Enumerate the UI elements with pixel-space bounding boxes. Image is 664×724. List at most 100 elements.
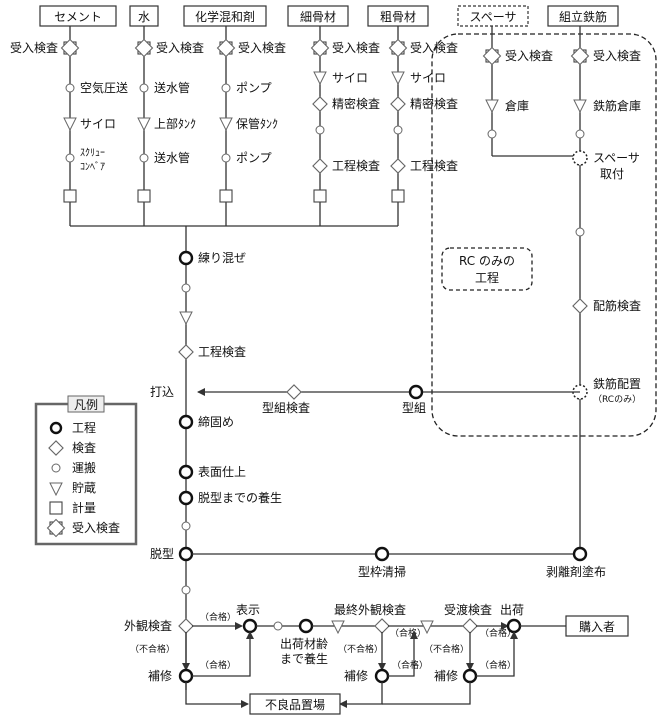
storage-icon bbox=[137, 117, 151, 132]
pre-ship-curing-label-1: 出荷材齢 bbox=[280, 636, 328, 651]
material-admixture-label: 化学混和剤 bbox=[195, 9, 255, 24]
inspection-icon bbox=[312, 158, 328, 174]
legend-process-label: 工程 bbox=[72, 420, 96, 435]
receiving-inspection-icon bbox=[570, 46, 590, 66]
appearance-inspection-label: 外観検査 bbox=[124, 619, 172, 633]
measure-icon bbox=[391, 189, 405, 203]
pass-label: （合格） bbox=[390, 627, 426, 639]
transport-icon bbox=[65, 83, 75, 93]
storage-icon bbox=[219, 117, 233, 132]
fine-agg-process-label: 工程検査 bbox=[332, 158, 380, 173]
defect-area-box: 不良品置場 bbox=[249, 693, 341, 715]
admixture-receiving-label: 受入検査 bbox=[238, 41, 286, 55]
transport-icon bbox=[273, 621, 283, 631]
rc-only-region bbox=[431, 33, 657, 437]
receiving-inspection-icon bbox=[216, 38, 236, 58]
inspection-icon bbox=[312, 96, 328, 112]
material-admixture: 化学混和剤 bbox=[183, 5, 267, 27]
legend-transport-icon bbox=[51, 463, 61, 473]
rc-only-note: RC のみの 工程 bbox=[441, 247, 533, 291]
final-appearance-label: 最終外観検査 bbox=[334, 602, 406, 617]
legend-process-icon bbox=[49, 421, 63, 435]
inspection-icon bbox=[374, 618, 390, 634]
process-icon bbox=[178, 250, 194, 266]
legend-inspection-icon bbox=[48, 440, 64, 456]
legend-transport-label: 運搬 bbox=[72, 460, 96, 475]
release-agent-label: 剥離剤塗布 bbox=[546, 564, 606, 579]
process-icon bbox=[178, 546, 194, 562]
water-upper-tank-label: 上部ﾀﾝｸ bbox=[154, 116, 196, 131]
storage-icon bbox=[573, 99, 587, 114]
material-rebar-label: 組立鉄筋 bbox=[559, 9, 607, 24]
transport-icon bbox=[65, 153, 75, 163]
material-fine-aggregate-label: 細骨材 bbox=[300, 10, 336, 24]
mold-inspection-label: 型組検査 bbox=[262, 401, 310, 415]
pass-label: （合格） bbox=[392, 659, 428, 671]
storage-icon bbox=[485, 99, 499, 114]
inspection-icon bbox=[178, 618, 194, 634]
inspection-icon bbox=[572, 298, 588, 314]
coarse-agg-process-label: 工程検査 bbox=[410, 158, 458, 173]
storage-icon bbox=[63, 117, 77, 132]
measure-icon bbox=[137, 189, 151, 203]
pass-label: （合格） bbox=[480, 659, 516, 671]
mixing-label: 練り混ぜ bbox=[198, 251, 246, 265]
repair-label-2: 補修 bbox=[344, 668, 368, 683]
material-coarse-aggregate: 粗骨材 bbox=[367, 5, 429, 27]
pass-label: （合格） bbox=[480, 627, 516, 639]
process-icon bbox=[506, 618, 522, 634]
transport-icon bbox=[393, 125, 403, 135]
pass-label: （合格） bbox=[200, 611, 236, 623]
process-icon bbox=[178, 668, 194, 684]
legend-storage-label: 貯蔵 bbox=[72, 481, 96, 495]
legend-storage-icon bbox=[49, 482, 63, 497]
transport-icon bbox=[181, 283, 191, 293]
repair-label-1: 補修 bbox=[148, 668, 172, 683]
rebar-inspection-label: 配筋検査 bbox=[593, 298, 641, 313]
fail-label: （不合格） bbox=[130, 643, 175, 655]
material-spacer: スペーサ bbox=[457, 5, 529, 27]
transport-icon bbox=[575, 227, 585, 237]
transport-icon bbox=[315, 125, 325, 135]
material-cement-label: セメント bbox=[54, 10, 102, 24]
legend-title: 凡例 bbox=[74, 398, 98, 412]
process-icon bbox=[178, 490, 194, 506]
material-rebar: 組立鉄筋 bbox=[547, 5, 619, 27]
spacer-attach-process-icon bbox=[572, 150, 588, 166]
material-water-label: 水 bbox=[138, 10, 150, 24]
spacer-attach-label-1: スペーサ bbox=[593, 151, 640, 165]
admixture-pump-label: ポンプ bbox=[236, 81, 272, 95]
storage-icon bbox=[179, 311, 193, 326]
receiving-inspection-icon bbox=[388, 38, 408, 58]
defect-area-label: 不良品置場 bbox=[265, 697, 325, 712]
cement-silo-label: サイロ bbox=[80, 117, 116, 131]
main-process-inspection-label: 工程検査 bbox=[198, 344, 246, 359]
rebar-place-rc-only-label: （RCのみ） bbox=[593, 394, 641, 405]
transport-icon bbox=[139, 83, 149, 93]
mold-assembly-label: 型組 bbox=[402, 401, 426, 415]
acceptance-inspection-label: 受渡検査 bbox=[444, 602, 492, 617]
spacer-attach-label-2: 取付 bbox=[600, 167, 624, 181]
legend-measure-label: 計量 bbox=[72, 500, 96, 515]
display-label: 表示 bbox=[236, 603, 260, 617]
spacer-receiving-label: 受入検査 bbox=[505, 49, 553, 63]
fine-agg-receiving-label: 受入検査 bbox=[332, 41, 380, 55]
storage-icon bbox=[313, 71, 327, 86]
inspection-icon bbox=[390, 96, 406, 112]
measure-icon bbox=[219, 189, 233, 203]
inspection-icon bbox=[286, 384, 302, 400]
fine-agg-density-label: 精密検査 bbox=[332, 96, 380, 111]
shipping-label: 出荷 bbox=[500, 603, 524, 617]
material-coarse-aggregate-label: 粗骨材 bbox=[380, 10, 416, 24]
rc-only-note-line2: 工程 bbox=[475, 270, 499, 285]
compaction-label: 締固め bbox=[198, 414, 234, 429]
inspection-icon bbox=[390, 158, 406, 174]
process-icon bbox=[298, 618, 314, 634]
fail-label: （不合格） bbox=[424, 643, 469, 655]
process-icon bbox=[178, 464, 194, 480]
casting-label: 打込 bbox=[150, 385, 174, 399]
spacer-warehouse-label: 倉庫 bbox=[505, 98, 529, 113]
cement-receiving-label: 受入検査 bbox=[10, 41, 58, 55]
cement-conveyor-label: ｺﾝﾍﾞｱ bbox=[80, 161, 105, 173]
storage-icon bbox=[391, 71, 405, 86]
